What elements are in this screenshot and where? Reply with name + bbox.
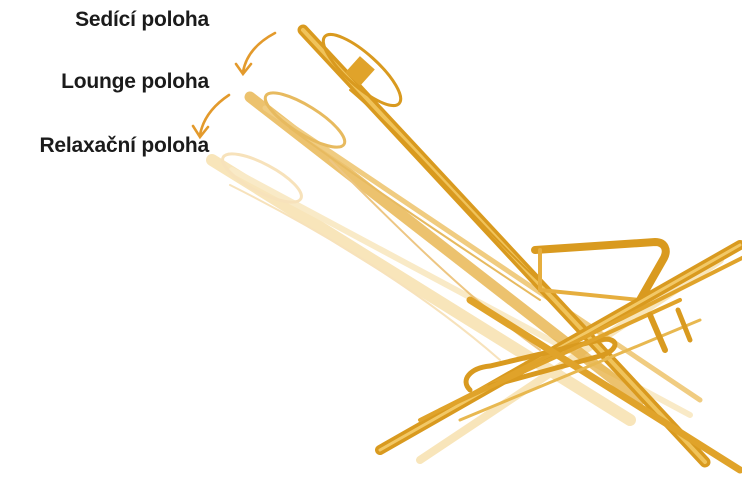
curved-arrow-icon <box>193 95 229 137</box>
sitting-position-frame <box>303 25 742 470</box>
curved-arrow-icon <box>236 33 275 74</box>
